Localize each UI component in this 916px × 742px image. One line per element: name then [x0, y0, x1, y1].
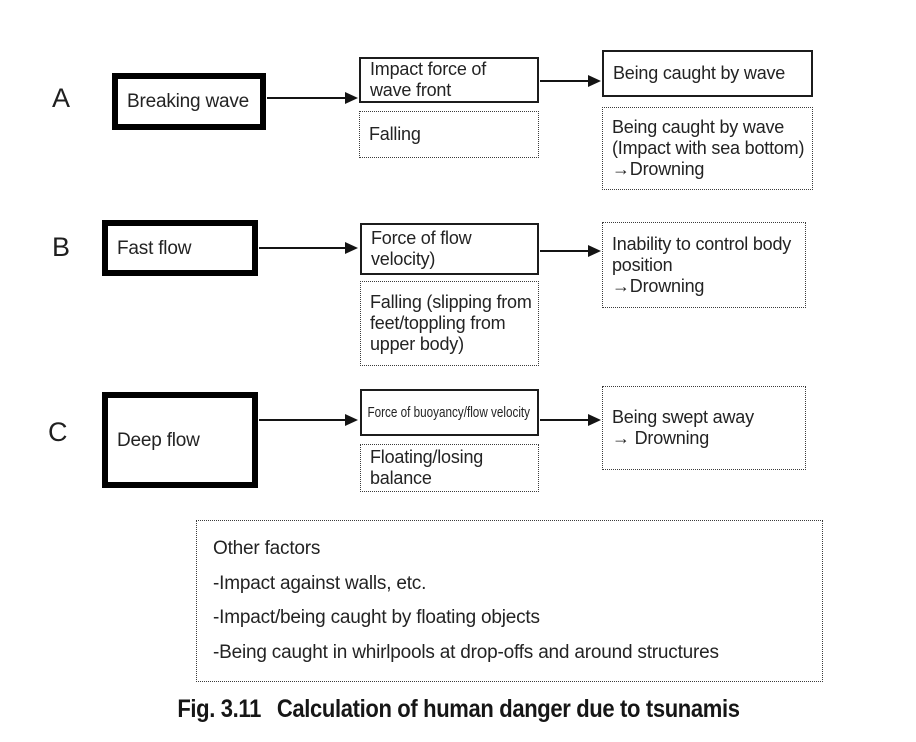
box-floating-losing-balance-text: Floating/losing balance — [370, 447, 484, 488]
other-factors-item: -Being caught in whirlpools at drop-offs… — [213, 641, 719, 663]
flow-arrow-a1 — [267, 96, 345, 100]
box-force-flow-velocity: Force of flow velocity) — [360, 223, 539, 275]
other-factors-item: -Impact/being caught by floating objects — [213, 607, 540, 629]
box-fast-flow: Fast flow — [102, 220, 258, 276]
box-being-caught-drowning: Being caught by wave (Impact with sea bo… — [602, 107, 813, 190]
box-falling: Falling — [359, 111, 539, 158]
box-swept-away-drowning: Being swept away → Drowning — [602, 386, 806, 470]
box-impact-force: Impact force of wave front — [359, 57, 539, 103]
box-other-factors: Other factors -Impact against walls, etc… — [196, 520, 823, 682]
box-floating-losing-balance: Floating/losing balance — [360, 444, 539, 492]
box-being-caught-text: Being caught by wave — [613, 63, 786, 83]
flow-arrow-c1 — [259, 418, 345, 422]
flow-arrow-c2 — [540, 418, 588, 422]
caption-label: Fig. 3.11 — [176, 695, 261, 723]
flow-arrow-b1 — [259, 246, 345, 250]
row-b-label: B — [52, 232, 71, 262]
box-falling-slipping-text: Falling (slipping from feet/toppling fro… — [370, 292, 532, 354]
box-impact-force-text: Impact force of wave front — [370, 59, 487, 100]
box-inability-drowning-text: Inability to control body position →Drow… — [612, 233, 792, 296]
box-falling-text: Falling — [369, 124, 421, 144]
box-being-caught: Being caught by wave — [602, 50, 813, 97]
other-factors-item: -Impact against walls, etc. — [213, 572, 427, 594]
box-swept-away-drowning-text: Being swept away → Drowning — [612, 407, 754, 448]
box-deep-flow: Deep flow — [102, 392, 258, 488]
box-deep-flow-text: Deep flow — [117, 429, 200, 451]
box-force-buoyancy-text: Force of buoyancy/flow velocity — [367, 404, 531, 421]
box-falling-slipping: Falling (slipping from feet/toppling fro… — [360, 281, 539, 366]
box-fast-flow-text: Fast flow — [117, 237, 192, 259]
caption-text: Calculation of human danger due to tsuna… — [276, 695, 740, 723]
flow-arrow-b2 — [540, 249, 588, 253]
box-force-flow-velocity-text: Force of flow velocity) — [371, 228, 472, 269]
box-inability-drowning: Inability to control body position →Drow… — [602, 222, 806, 308]
box-breaking-wave-text: Breaking wave — [127, 91, 250, 112]
row-a-label: A — [52, 83, 71, 113]
box-force-buoyancy: Force of buoyancy/flow velocity — [360, 389, 539, 436]
box-being-caught-drowning-text: Being caught by wave (Impact with sea bo… — [612, 117, 805, 179]
other-factors-title: Other factors — [213, 538, 321, 560]
flow-arrow-a2 — [540, 79, 588, 83]
box-breaking-wave: Breaking wave — [112, 73, 266, 130]
figure-caption: Fig. 3.11 Calculation of human danger due… — [0, 695, 916, 724]
row-c-label: C — [48, 417, 68, 447]
